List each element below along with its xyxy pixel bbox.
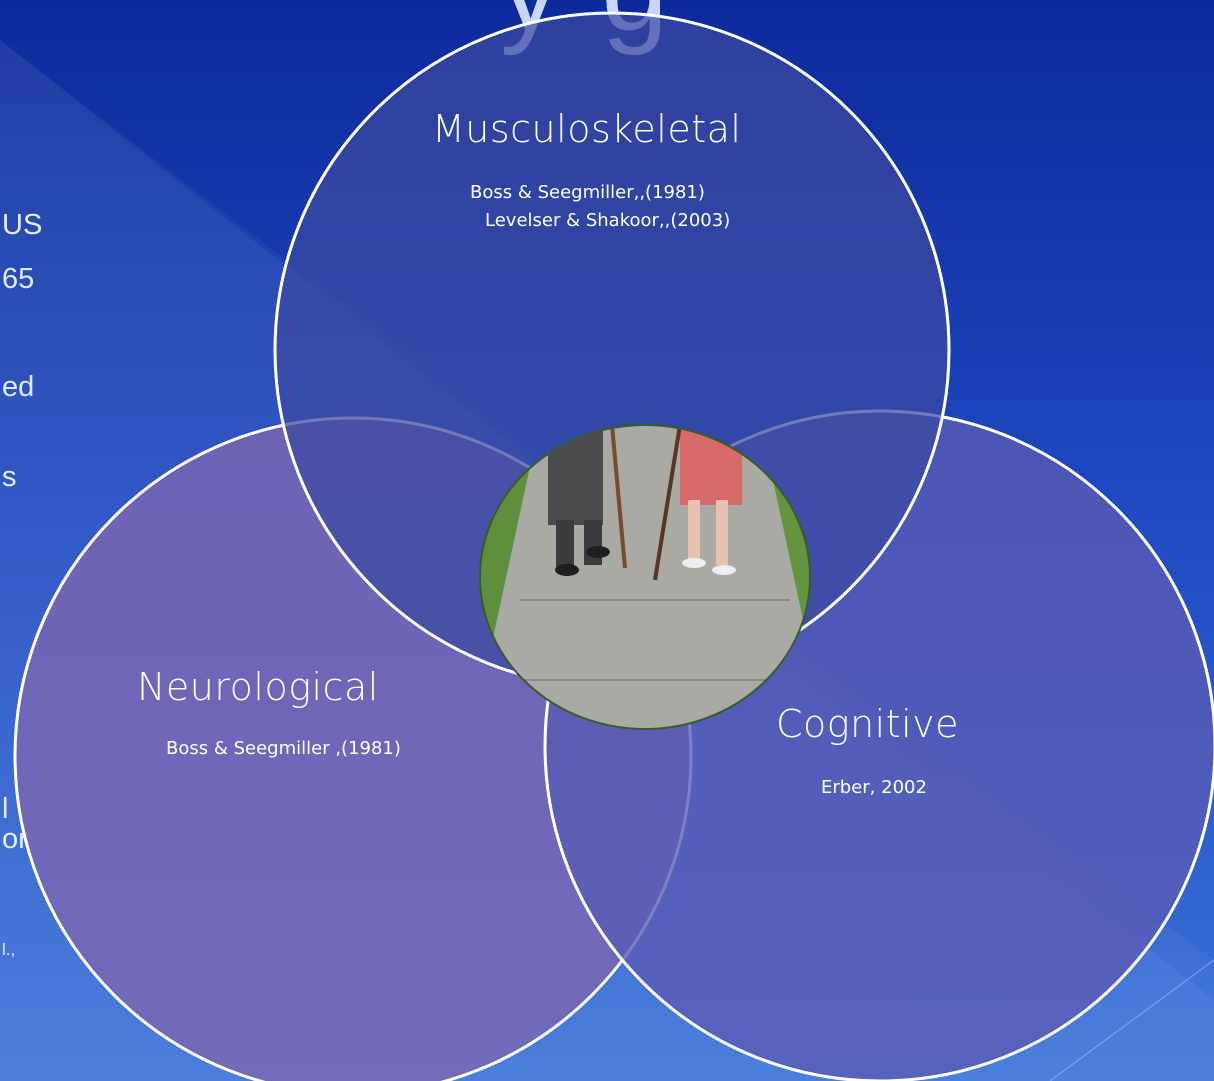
cognitive-title: Cognitive [776,702,960,746]
neurological-citation: Boss & Seegmiller ,(1981) [166,738,401,759]
musculoskeletal-citation: Levelser & Shakoor,,(2003) [485,210,731,231]
left-text-line: s [2,461,17,493]
left-text-line: l., [2,940,16,959]
left-text-line: l [2,793,9,825]
musculoskeletal-title: Musculoskeletal [432,107,742,151]
cognitive-citation: Erber, 2002 [821,777,927,798]
neurological-title: Neurological [137,665,379,709]
musculoskeletal-citation: Boss & Seegmiller,,(1981) [470,182,705,203]
left-text-line: 65 [2,263,35,295]
left-text-line: US [2,209,43,241]
elderly-couple-photo [480,425,810,729]
left-text-line: ed [2,371,35,403]
